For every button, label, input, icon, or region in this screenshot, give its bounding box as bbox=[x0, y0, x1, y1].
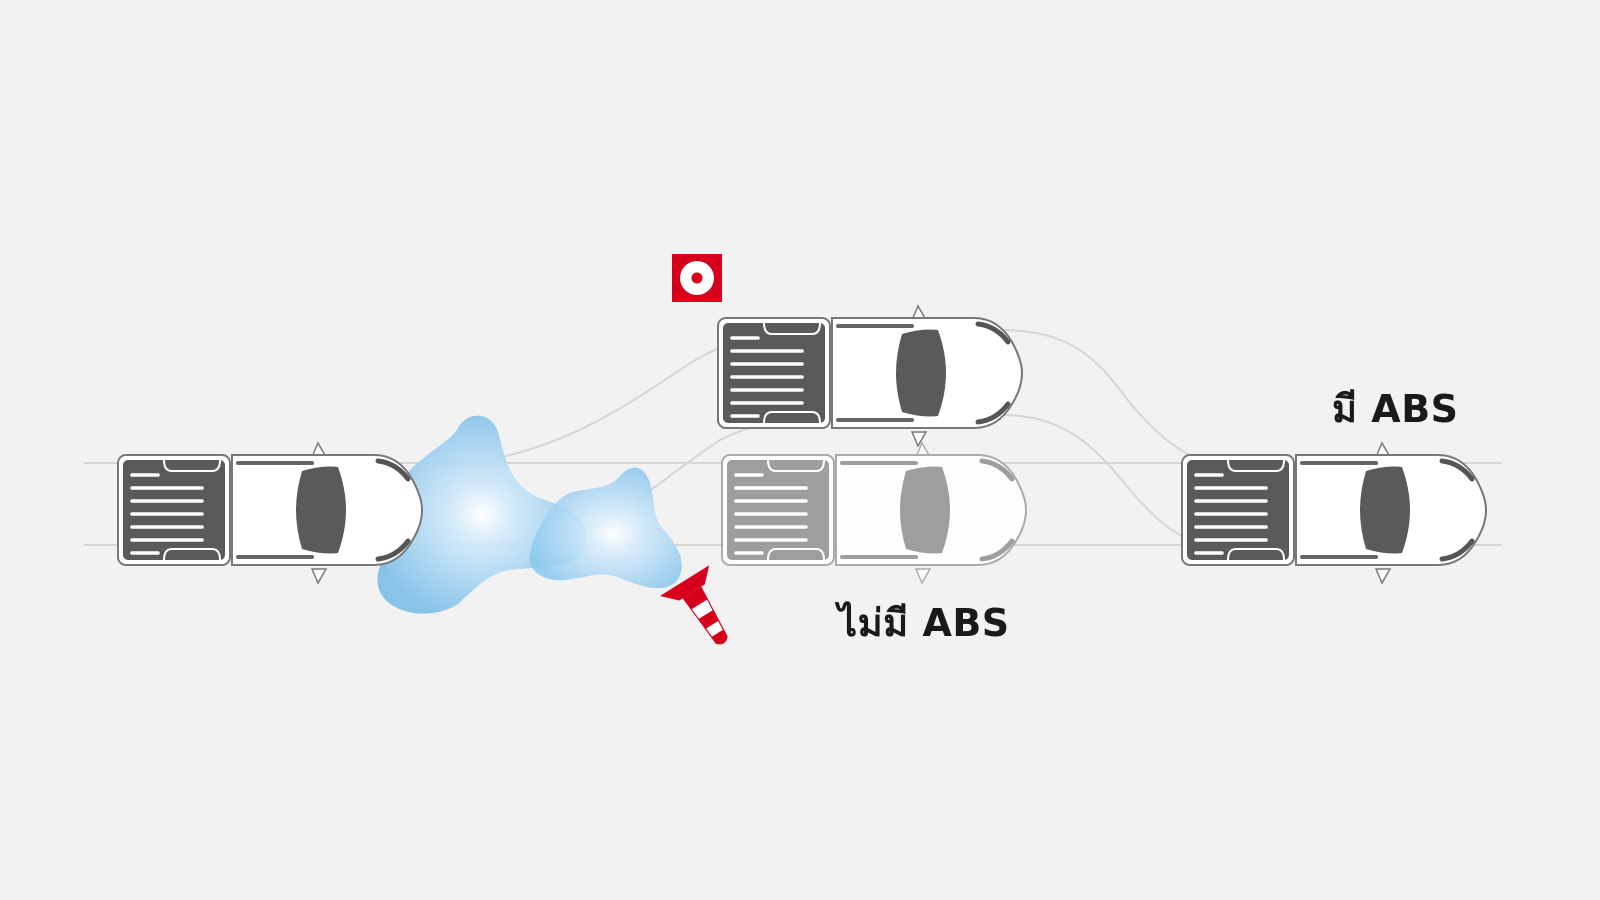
water-puddle bbox=[377, 415, 682, 614]
traffic-cone-icon bbox=[660, 565, 728, 645]
truck-end bbox=[1182, 443, 1486, 583]
truck-start bbox=[118, 443, 422, 583]
label-without-abs: ไม่มี ABS bbox=[838, 601, 1010, 645]
truck-ghost-body bbox=[721, 441, 1028, 585]
truck-no-abs-ghost bbox=[721, 441, 1028, 585]
truck-abs-swerve bbox=[718, 306, 1022, 446]
label-with-abs: มี ABS bbox=[1332, 387, 1459, 431]
abs-sensor-icon bbox=[672, 254, 722, 302]
